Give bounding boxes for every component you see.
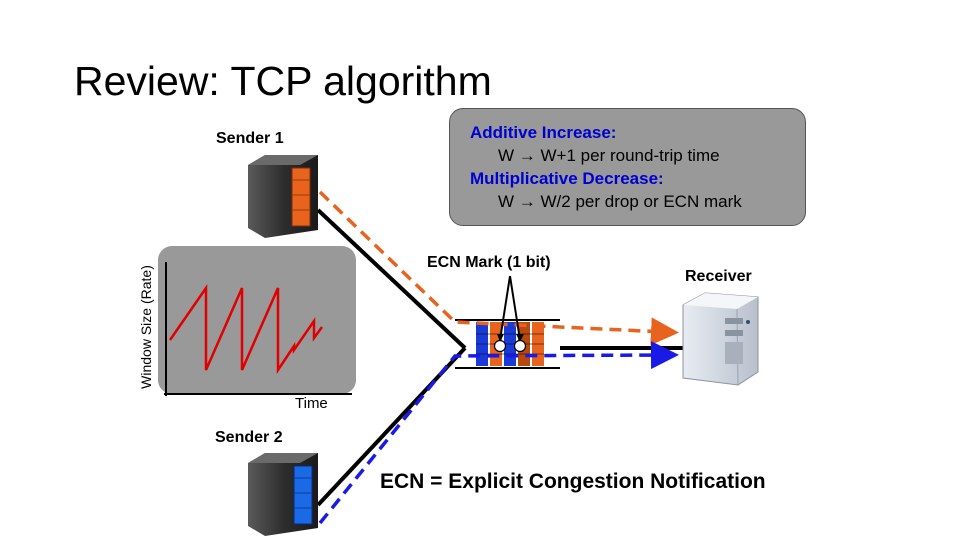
additive-increase-heading: Additive Increase: xyxy=(470,123,617,142)
ai-rule-lhs: W xyxy=(498,146,515,165)
right-arrow-icon: → xyxy=(518,192,536,211)
graph-y-axis-label: Window Size (Rate) xyxy=(138,265,154,389)
sender2-label: Sender 2 xyxy=(215,429,283,446)
md-rule-lhs: W xyxy=(498,192,515,211)
multiplicative-decrease-heading: Multiplicative Decrease: xyxy=(470,169,664,188)
additive-increase-rule: W → W+1 per round-trip time xyxy=(470,144,805,167)
sawtooth-graph-box xyxy=(158,246,356,394)
ai-rule-rhs: W+1 per round-trip time xyxy=(540,146,720,165)
sender1-link xyxy=(316,208,467,350)
right-arrow-icon: → xyxy=(518,146,536,165)
ecn-definition: ECN = Explicit Congestion Notification xyxy=(380,470,766,493)
sender2-server-icon xyxy=(248,453,318,536)
sender1-label: Sender 1 xyxy=(216,130,284,147)
slide-title: Review: TCP algorithm xyxy=(74,58,492,104)
md-rule-rhs: W/2 per drop or ECN mark xyxy=(540,192,742,211)
sender1-flow-arrow xyxy=(318,190,679,346)
receiver-label: Receiver xyxy=(685,268,752,285)
graph-x-axis-label: Time xyxy=(295,395,328,412)
receiver-server-icon xyxy=(682,292,759,386)
sender2-flow-arrow xyxy=(318,341,679,525)
ecn-mark-pointer xyxy=(497,275,524,342)
sawtooth-plot xyxy=(164,262,352,396)
ecn-mark-label: ECN Mark (1 bit) xyxy=(427,254,551,271)
sender1-server-icon xyxy=(248,155,318,238)
ecn-mark-dot xyxy=(513,339,527,353)
ecn-mark-dot xyxy=(493,339,507,353)
tcp-rules-box: Additive Increase: W → W+1 per round-tri… xyxy=(449,108,806,226)
multiplicative-decrease-rule: W → W/2 per drop or ECN mark xyxy=(470,190,805,213)
window-size-sawtooth xyxy=(168,283,324,375)
